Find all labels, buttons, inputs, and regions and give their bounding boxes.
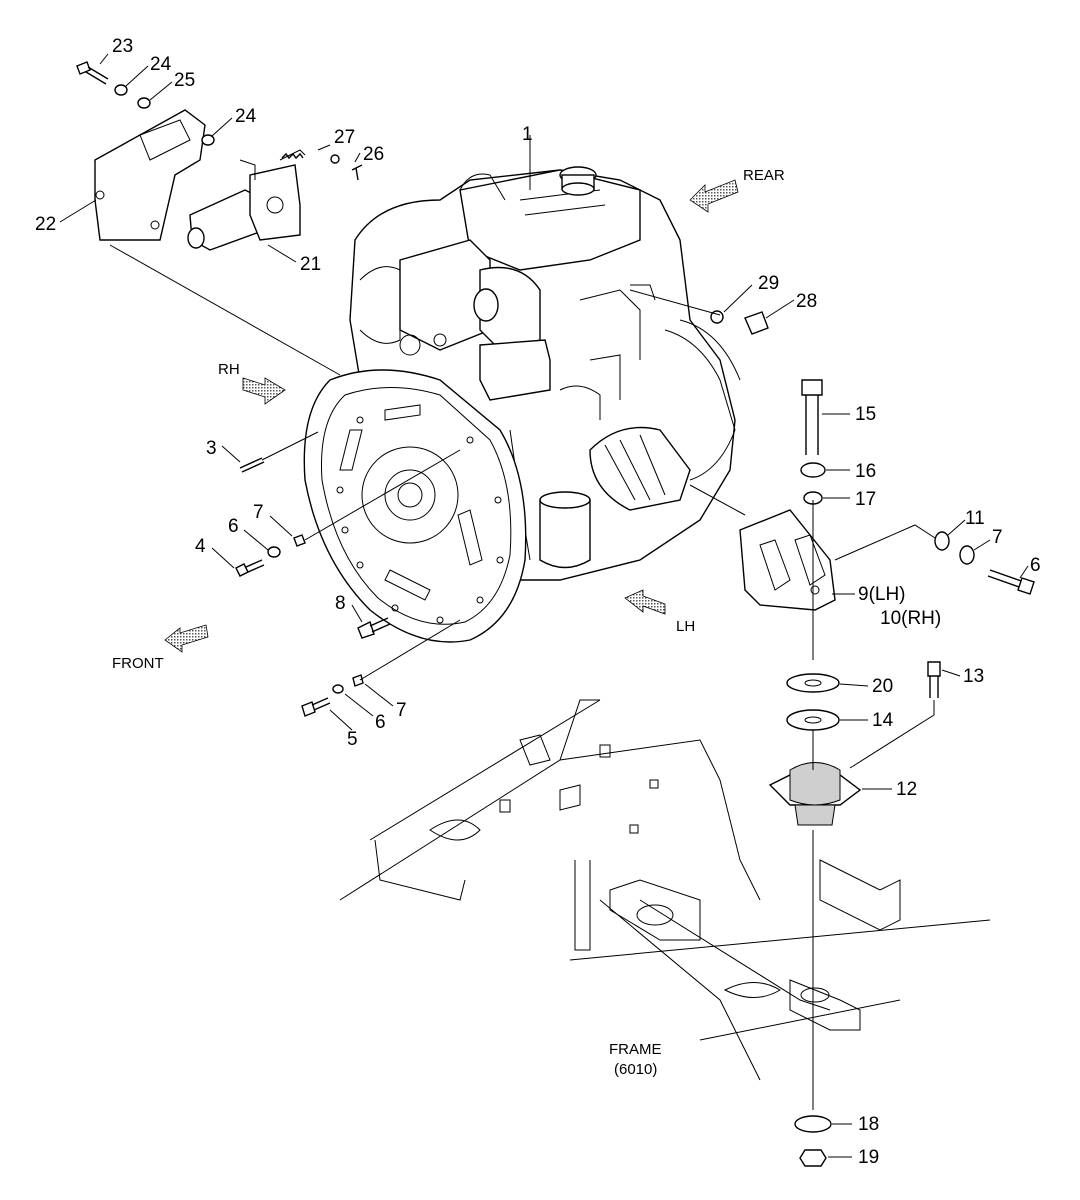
part-13-stud (927, 661, 941, 698)
part-15-bolt (801, 379, 823, 455)
part-20-plate (786, 673, 840, 693)
mount-bracket (739, 509, 836, 611)
frame-outline (339, 699, 991, 1081)
frame-code: (6010) (614, 1061, 657, 1078)
part-19-nut (799, 1149, 827, 1167)
frame-label: FRAME (609, 1041, 662, 1058)
part-18-washer (794, 1115, 832, 1133)
callout-14: 14 (872, 710, 894, 731)
direction-rh: RH (218, 361, 240, 378)
callout-24b: 24 (235, 106, 257, 127)
part-4-bolt (235, 559, 265, 577)
part-26-clip (351, 164, 363, 181)
callout-21: 21 (300, 254, 321, 275)
rear-arrow-icon (689, 179, 739, 213)
callout-5: 5 (347, 729, 358, 750)
callout-13: 13 (963, 666, 984, 687)
callout-17: 17 (855, 489, 876, 510)
callout-27: 27 (334, 127, 355, 148)
part-25-lockwasher (137, 97, 151, 109)
callout-8: 8 (335, 593, 346, 614)
callout-28: 28 (796, 291, 817, 312)
part-28-cap (744, 311, 769, 335)
callout-19: 19 (858, 1147, 879, 1168)
rh-arrow-icon (242, 377, 286, 405)
callout-7a: 7 (253, 502, 264, 523)
part-24-washer (201, 134, 215, 146)
part-8-bolt (357, 617, 391, 639)
callout-3: 3 (206, 438, 217, 459)
part-23-bolt (76, 61, 109, 85)
part-6-washer-a (267, 546, 281, 558)
flywheel-housing (303, 369, 527, 643)
callout-10: 10(RH) (880, 608, 941, 629)
solenoid-bracket-assembly (94, 109, 306, 251)
callout-1: 1 (522, 124, 533, 145)
part-7-nut-b (352, 674, 364, 687)
callout-11: 11 (965, 508, 985, 529)
callout-26: 26 (363, 144, 384, 165)
callout-9: 9(LH) (858, 584, 906, 605)
part-6-bolt (987, 569, 1035, 595)
callout-20: 20 (872, 676, 893, 697)
direction-lh: LH (676, 618, 695, 635)
front-arrow-icon (164, 624, 209, 653)
callout-6b: 6 (375, 712, 386, 733)
part-3-pin (239, 457, 265, 473)
lh-arrow-icon (624, 589, 666, 615)
callout-12: 12 (896, 779, 917, 800)
callout-15: 15 (855, 404, 876, 425)
part-6-washer-b (332, 684, 344, 694)
part-24-washer-top (114, 84, 128, 96)
callout-25: 25 (174, 70, 195, 91)
direction-front: FRONT (112, 655, 164, 672)
callout-4: 4 (195, 536, 206, 557)
engine-assembly (349, 166, 741, 581)
callout-7c: 7 (992, 527, 1003, 548)
part-7-nut-a (293, 534, 306, 547)
part-12-mount-rubber (768, 762, 862, 826)
callout-16: 16 (855, 461, 876, 482)
part-14-washer (786, 709, 840, 731)
direction-rear: REAR (743, 167, 785, 184)
callout-7b: 7 (396, 700, 407, 721)
callout-18: 18 (858, 1114, 879, 1135)
callout-22: 22 (35, 214, 56, 235)
part-7-nut-c (959, 545, 975, 565)
part-16-washer (800, 462, 826, 478)
part-5-bolt (301, 697, 331, 717)
callout-23: 23 (112, 36, 133, 57)
part-27-washer (330, 154, 340, 164)
callout-24a: 24 (150, 54, 172, 75)
part-29-clamp (710, 310, 724, 324)
callout-6c: 6 (1030, 555, 1041, 576)
part-11-washer (934, 531, 950, 551)
callout-29: 29 (758, 273, 779, 294)
callout-6a: 6 (228, 516, 239, 537)
